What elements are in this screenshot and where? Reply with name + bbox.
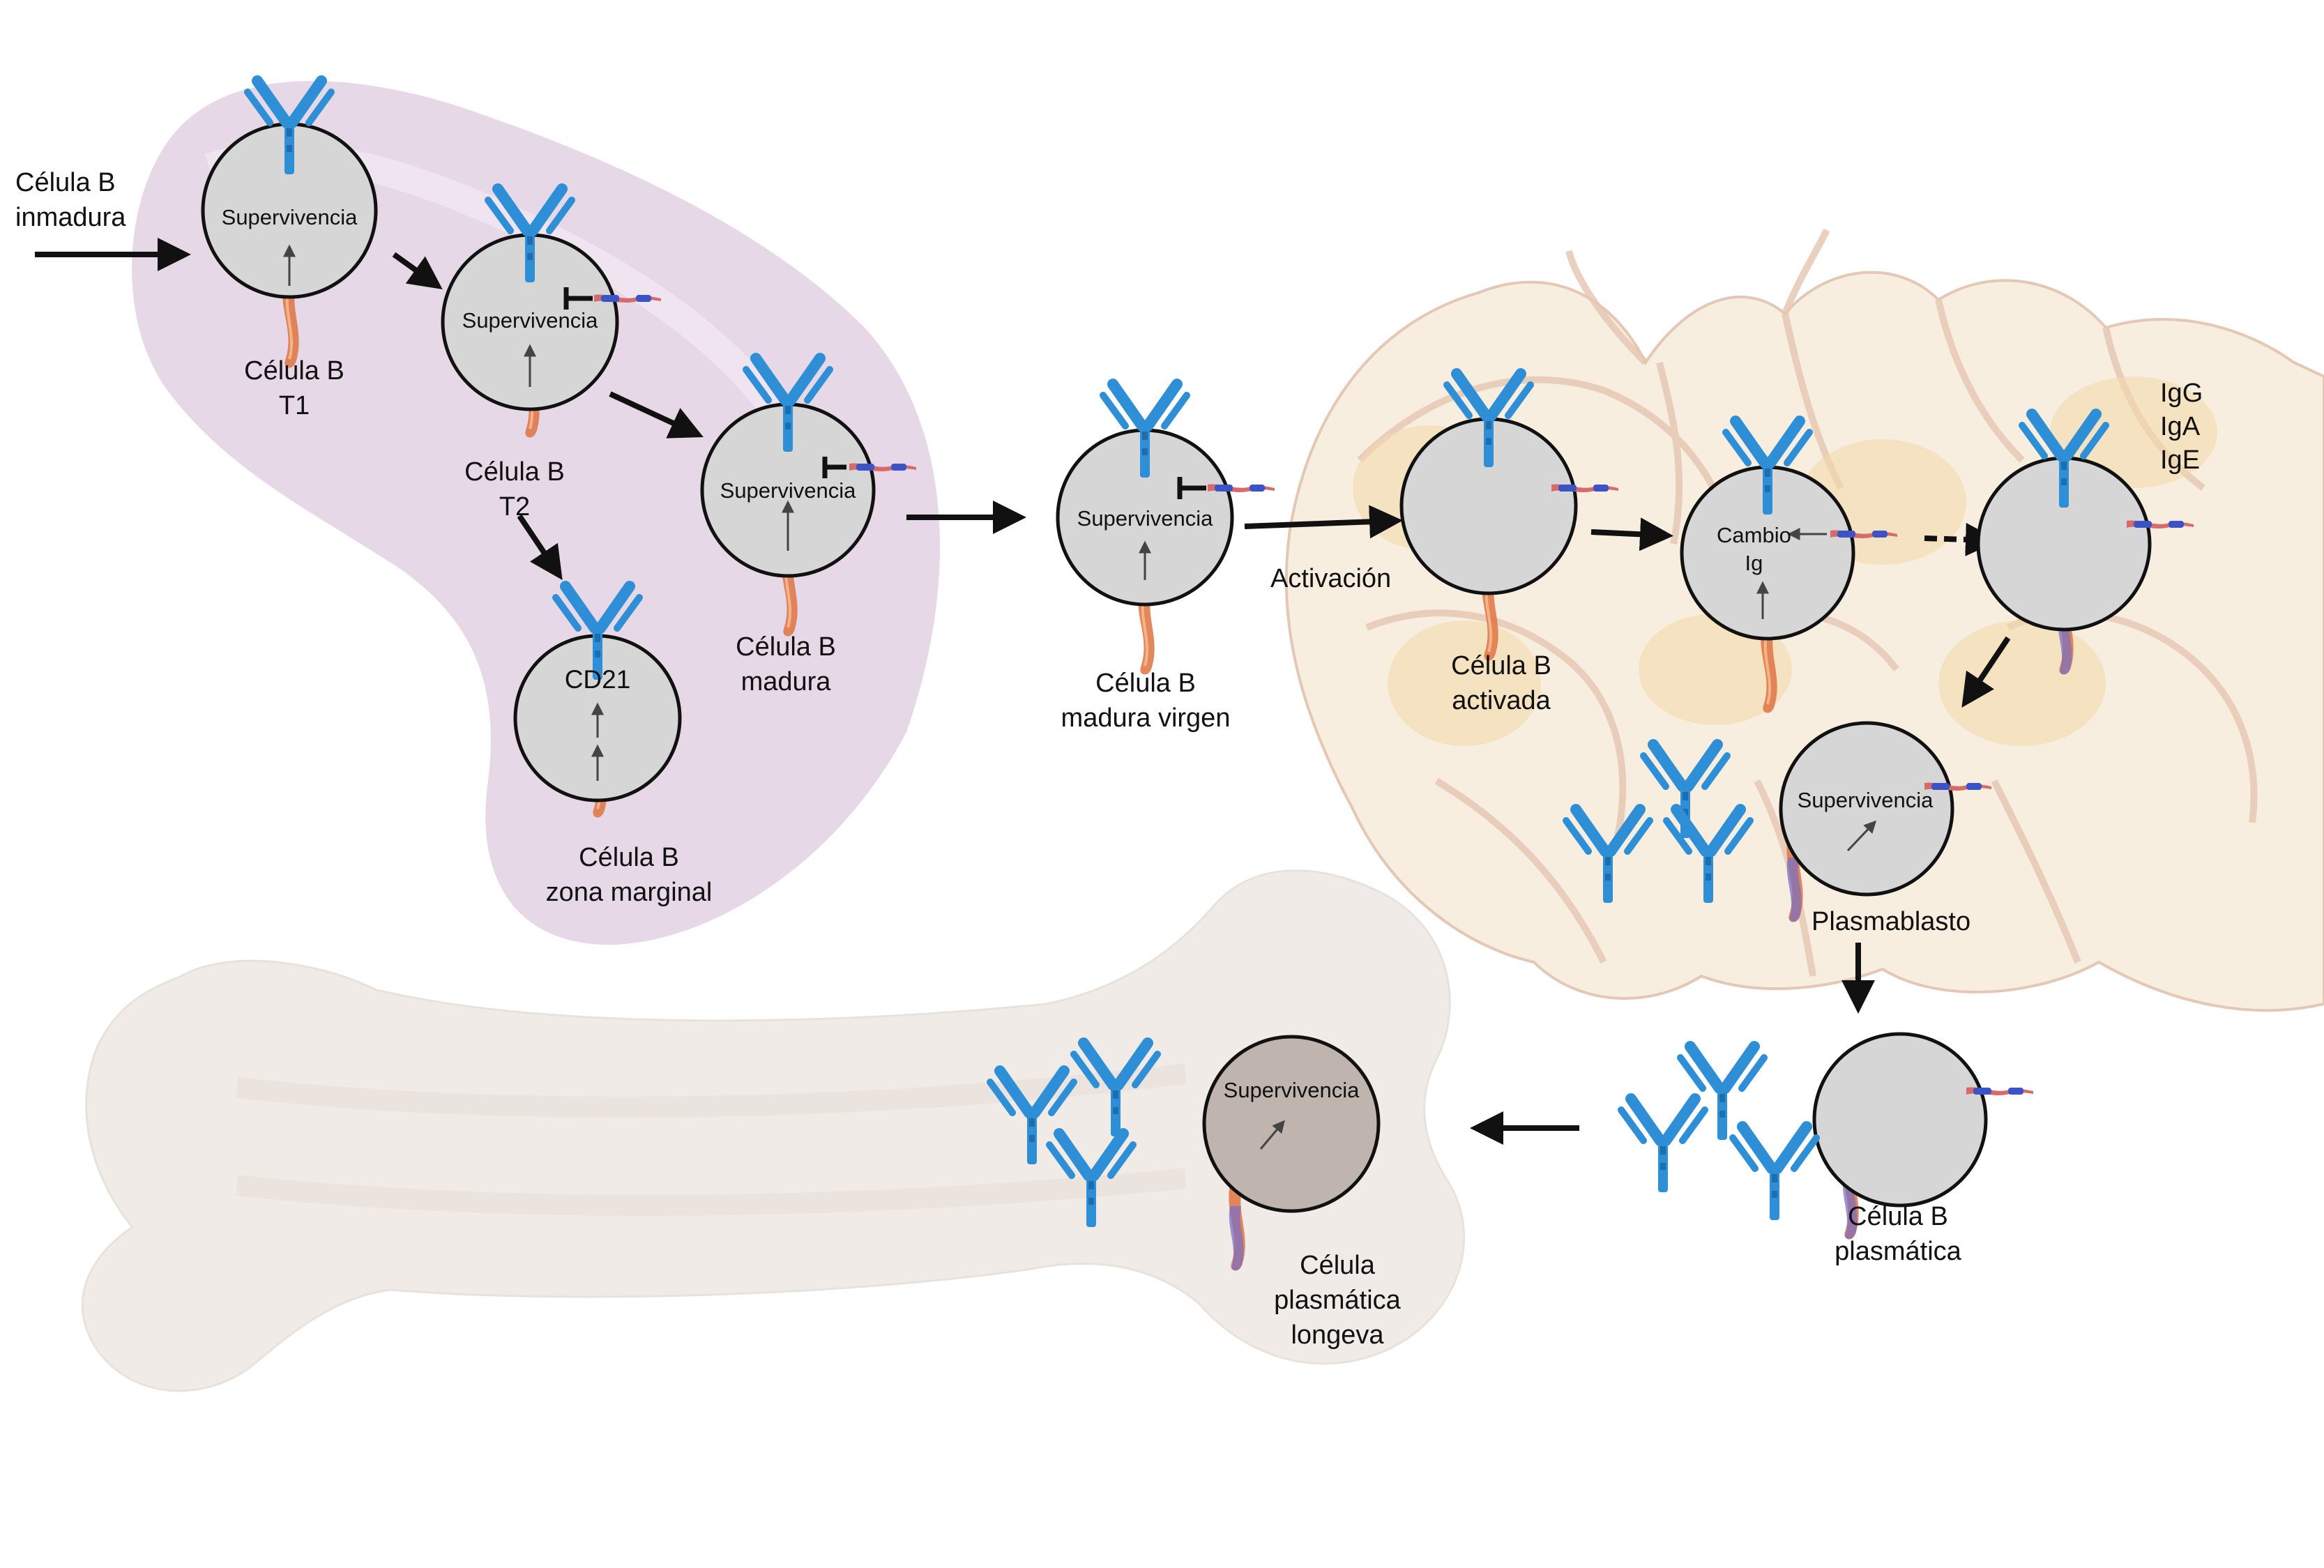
cell-mature — [700, 358, 916, 638]
receptor-icon — [1208, 484, 1275, 492]
arrow-icon — [1924, 522, 1999, 556]
cell-survival-text: Supervivencia — [1077, 506, 1213, 531]
arrow-icon — [517, 514, 563, 580]
arrow-icon — [392, 252, 443, 289]
cell-activated — [1399, 374, 1618, 662]
label-plasmablast: Plasmablasto — [1812, 907, 1971, 936]
cell-survival-text: Supervivencia — [1797, 788, 1934, 812]
label-activation: Activación — [1270, 564, 1392, 593]
arrow-icon — [1590, 517, 1673, 551]
cell-survival-text: Supervivencia — [1223, 1078, 1360, 1102]
cell-ig-switch — [1680, 421, 1897, 715]
arrows — [35, 238, 2011, 1145]
receptor-icon — [1966, 1087, 2033, 1095]
cell-marginal-zone — [513, 586, 682, 819]
inhibition-icon — [1177, 477, 1206, 499]
inhibition-icon — [822, 457, 846, 478]
cell-cd21-text: CD21 — [564, 665, 631, 694]
bone-shape — [81, 869, 1466, 1392]
cell-survival-text: Supervivencia — [720, 478, 856, 503]
arrow-icon — [609, 391, 704, 439]
inhibition-icon — [563, 287, 593, 310]
arrow-icon — [1961, 636, 2011, 708]
cell-class-switched — [1976, 414, 2194, 675]
cell-naive-mature — [1056, 384, 1275, 676]
antibody-icon — [1621, 1099, 1705, 1192]
cell-plasma — [1812, 1032, 2033, 1240]
cell-survival-text: Supervivencia — [221, 205, 358, 229]
cell-immature-t1 — [201, 81, 378, 370]
cell-t2 — [441, 189, 661, 439]
cell-long-lived-plasma — [1202, 1035, 1381, 1271]
cell-survival-text: Supervivencia — [462, 308, 598, 333]
cell-plasmablast — [1779, 721, 1991, 922]
antibody-icon — [1733, 1127, 1816, 1220]
arrow-icon — [1244, 505, 1403, 539]
